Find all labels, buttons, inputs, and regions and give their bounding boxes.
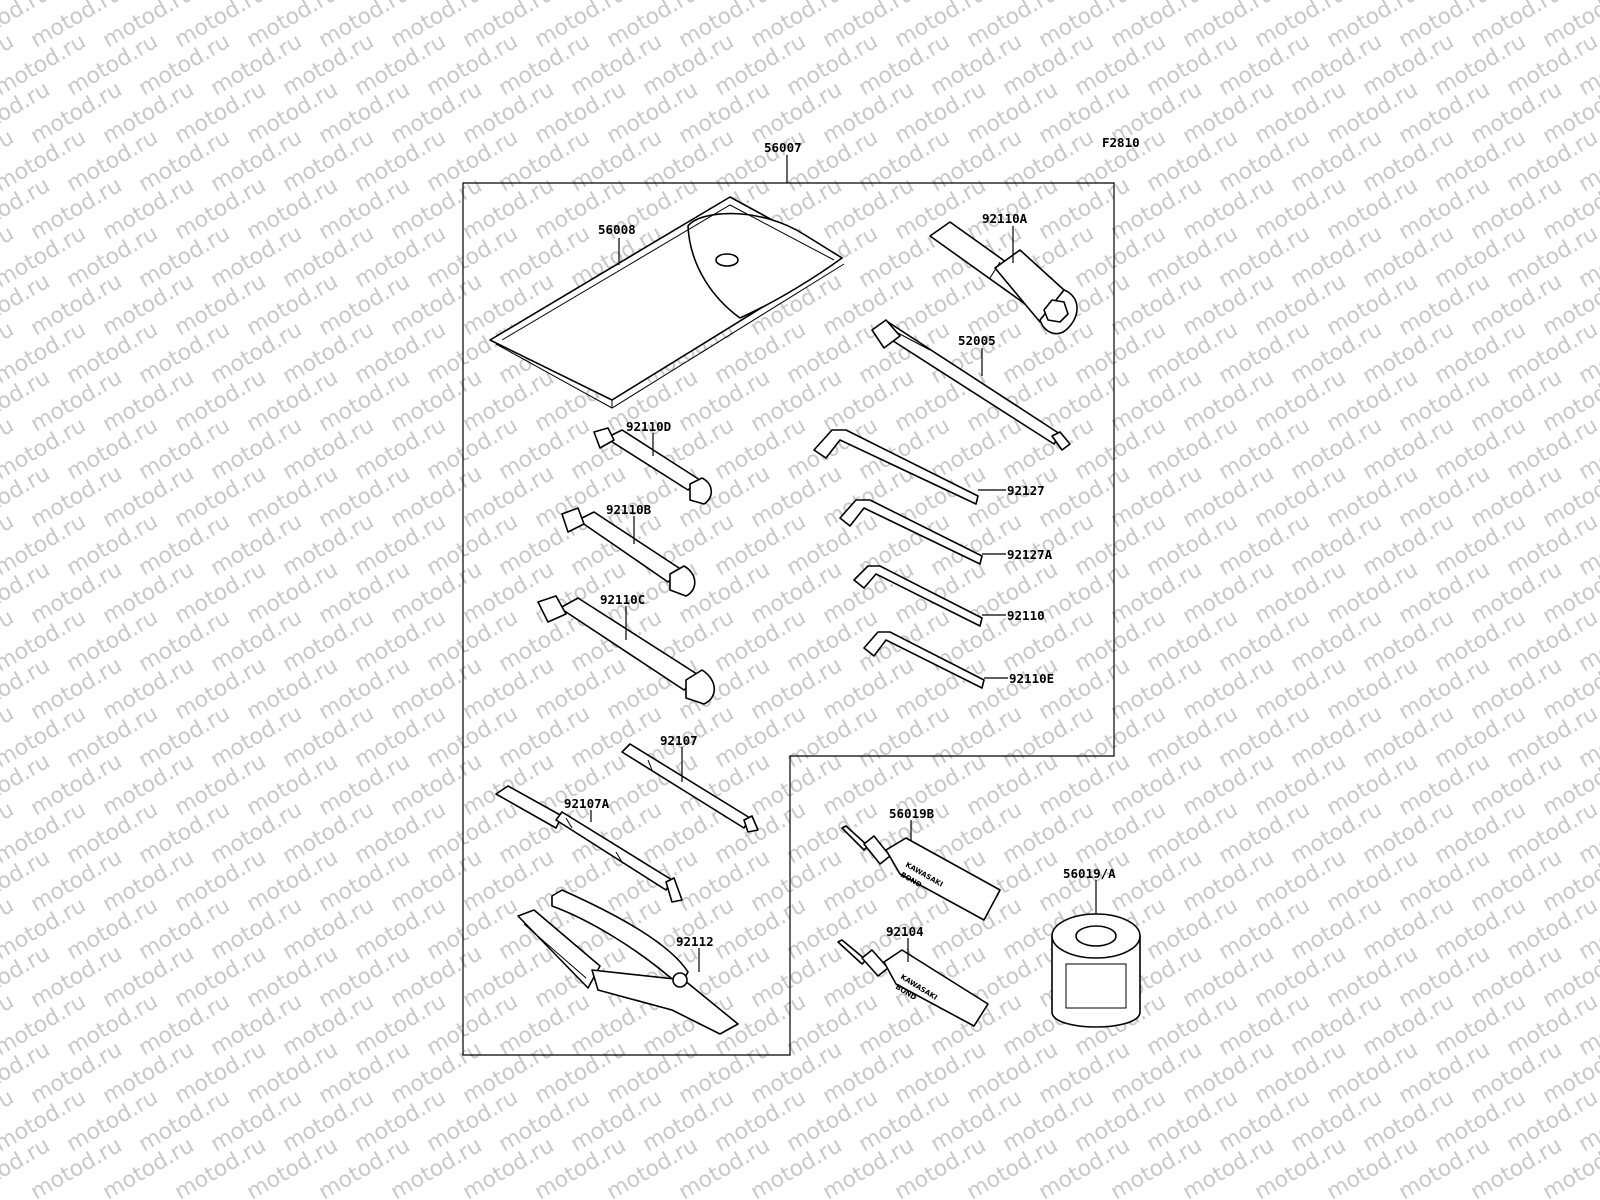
part-number-hex-key-3: 92110 (1007, 608, 1045, 623)
part-hex-key-2[interactable]: 92127A (839, 499, 1053, 565)
kit-boundary (462, 182, 1115, 1056)
part-pliers[interactable]: 92112 (517, 889, 739, 1035)
part-screwdriver-handle[interactable]: 92107A (495, 785, 683, 903)
part-tool-bag[interactable]: 56008 (489, 196, 845, 409)
part-number-tool-bag: 56008 (598, 222, 636, 237)
part-hex-key-1[interactable]: 92127 (813, 429, 1045, 505)
part-number-wrench-b: 92110B (606, 502, 652, 517)
part-number-plug-wrench: 92110A (982, 211, 1028, 226)
part-screwdriver-bit[interactable]: 92107 (621, 733, 759, 833)
part-kit[interactable]: 56007 (764, 140, 802, 183)
part-number-screwdriver-bit: 92107 (660, 733, 698, 748)
watermark-text: motod.ru (1575, 0, 1600, 5)
part-oil-filter[interactable]: 56019/A (1051, 866, 1141, 1028)
part-number-hex-key-2: 92127A (1007, 547, 1053, 562)
part-number-kit: 56007 (764, 140, 802, 155)
part-number-bond-tube-1: 56019B (889, 806, 935, 821)
part-number-bond-tube-2: 92104 (886, 924, 924, 939)
part-number-wrench-d: 92110D (626, 419, 671, 434)
part-bond-tube-1[interactable]: KAWASAKI BOND 56019B (841, 806, 1001, 921)
part-spoke-wrench-handle[interactable]: 52005 (871, 319, 1071, 451)
figure-code: F2810 (1102, 135, 1140, 150)
part-wrench-c[interactable]: 92110C (537, 592, 716, 705)
part-number-screwdriver-handle: 92107A (564, 796, 610, 811)
part-hex-key-3[interactable]: 92110 (853, 565, 1045, 627)
part-number-hex-key-4: 92110E (1009, 671, 1054, 686)
part-number-wrench-c: 92110C (600, 592, 645, 607)
part-number-spoke-wrench-handle: 52005 (958, 333, 996, 348)
part-wrench-b[interactable]: 92110B (561, 502, 696, 597)
part-wrench-d[interactable]: 92110D (593, 419, 713, 505)
part-hex-key-4[interactable]: 92110E (863, 631, 1054, 689)
part-plug-wrench[interactable]: 92110A (929, 211, 1078, 335)
part-number-pliers: 92112 (676, 934, 714, 949)
part-number-hex-key-1: 92127 (1007, 483, 1045, 498)
part-number-oil-filter: 56019/A (1063, 866, 1116, 881)
